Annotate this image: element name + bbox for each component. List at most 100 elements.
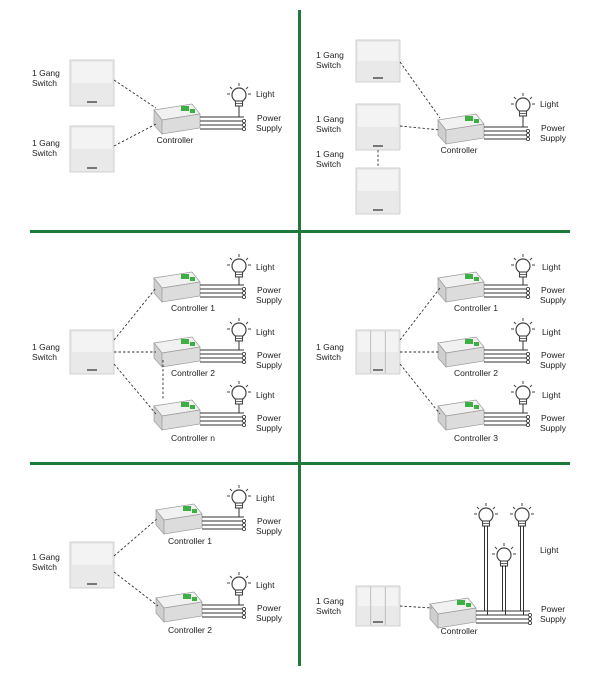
terminal	[241, 519, 246, 524]
terminal	[526, 286, 531, 291]
terminal	[241, 351, 246, 356]
dashed-link	[113, 363, 157, 415]
terminal	[526, 422, 531, 427]
light-bulb-icon	[227, 572, 251, 596]
power-supply-label: Power Supply	[540, 123, 566, 143]
light-label: Light	[256, 390, 275, 400]
terminal	[241, 294, 246, 299]
power-supply-label: Power Supply	[256, 113, 282, 133]
light-bulb-icon	[510, 503, 534, 527]
wall-switch	[69, 329, 115, 375]
power-supply-label: Power Supply	[256, 603, 282, 623]
dashed-link	[399, 125, 441, 131]
controller-label: Controller	[440, 145, 478, 155]
light-label: Light	[256, 580, 275, 590]
controller-led	[181, 106, 189, 111]
controller-label: Controller	[156, 135, 194, 145]
light-bulb-icon	[511, 318, 535, 342]
power-supply-label: Power Supply	[540, 285, 566, 305]
controller-led	[465, 402, 473, 407]
power-supply-label: Power Supply	[256, 516, 282, 536]
wall-switch	[355, 39, 401, 83]
controller-led	[457, 600, 465, 605]
light-label: Light	[256, 262, 275, 272]
controller-label: Controller 1	[171, 303, 215, 313]
wall-switch	[355, 329, 401, 375]
terminal	[241, 414, 246, 419]
controller-led	[183, 506, 191, 511]
vertical-divider	[298, 10, 301, 666]
terminal	[241, 119, 246, 124]
light-bulb-icon	[227, 254, 251, 278]
controller-box	[437, 399, 485, 431]
light-label: Light	[542, 390, 561, 400]
controller-label: Controller n	[171, 433, 215, 443]
terminal	[526, 414, 531, 419]
horizontal-divider-top	[30, 230, 570, 233]
light-label: Light	[542, 262, 561, 272]
controller-led	[465, 274, 473, 279]
dashed-link	[113, 79, 157, 109]
terminal	[241, 523, 246, 528]
wall-switch	[69, 541, 115, 589]
light-bulb-icon	[511, 93, 535, 117]
wall-switch	[355, 585, 401, 627]
light-label: Light	[542, 327, 561, 337]
switch-label: 1 Gang Switch	[316, 596, 344, 616]
terminal	[241, 123, 246, 128]
switch-label: 1 Gang Switch	[32, 552, 60, 572]
controller-led	[465, 116, 473, 121]
terminal	[526, 294, 531, 299]
light-label: Light	[256, 493, 275, 503]
power-supply-label: Power Supply	[540, 604, 566, 624]
terminal	[526, 418, 531, 423]
controller-box	[153, 103, 201, 135]
dashed-link	[399, 363, 441, 415]
power-supply-label: Power Supply	[256, 285, 282, 305]
controller-led	[183, 594, 191, 599]
terminal	[241, 527, 246, 532]
controller-label: Controller	[440, 626, 478, 636]
switch-label: 1 Gang Switch	[316, 114, 344, 134]
wall-switch	[69, 59, 115, 107]
controller-box	[153, 271, 201, 303]
controller-label: Controller 2	[168, 625, 212, 635]
controller-box	[437, 271, 485, 303]
power-supply-label: Power Supply	[540, 413, 566, 433]
terminal	[526, 351, 531, 356]
light-bulb-icon	[474, 503, 498, 527]
controller-led	[181, 339, 189, 344]
controller-label: Controller 1	[454, 303, 498, 313]
switch-label: 1 Gang Switch	[32, 342, 60, 362]
terminal	[241, 615, 246, 620]
power-supply-label: Power Supply	[540, 350, 566, 370]
terminal	[526, 359, 531, 364]
controller-led	[181, 402, 189, 407]
wall-switch	[355, 103, 401, 151]
light-bulb-icon	[227, 485, 251, 509]
dashed-link	[113, 571, 159, 607]
light-bulb-icon	[227, 381, 251, 405]
terminal	[241, 611, 246, 616]
controller-label: Controller 3	[454, 433, 498, 443]
power-supply-label: Power Supply	[256, 413, 282, 433]
dashed-link	[399, 61, 441, 119]
light-label: Light	[540, 545, 559, 555]
controller-box	[155, 591, 203, 623]
light-bulb-icon	[492, 543, 516, 567]
terminal	[241, 607, 246, 612]
light-label: Light	[256, 327, 275, 337]
switch-label: 1 Gang Switch	[316, 342, 344, 362]
dashed-link	[113, 287, 157, 341]
controller-box	[155, 503, 203, 535]
terminal	[528, 617, 533, 622]
terminal	[526, 132, 531, 137]
terminal	[528, 613, 533, 618]
controller-box	[153, 336, 201, 368]
controller-box	[429, 597, 477, 629]
terminal	[526, 136, 531, 141]
dashed-link	[399, 287, 441, 341]
dashed-link	[113, 123, 157, 147]
terminal	[241, 355, 246, 360]
